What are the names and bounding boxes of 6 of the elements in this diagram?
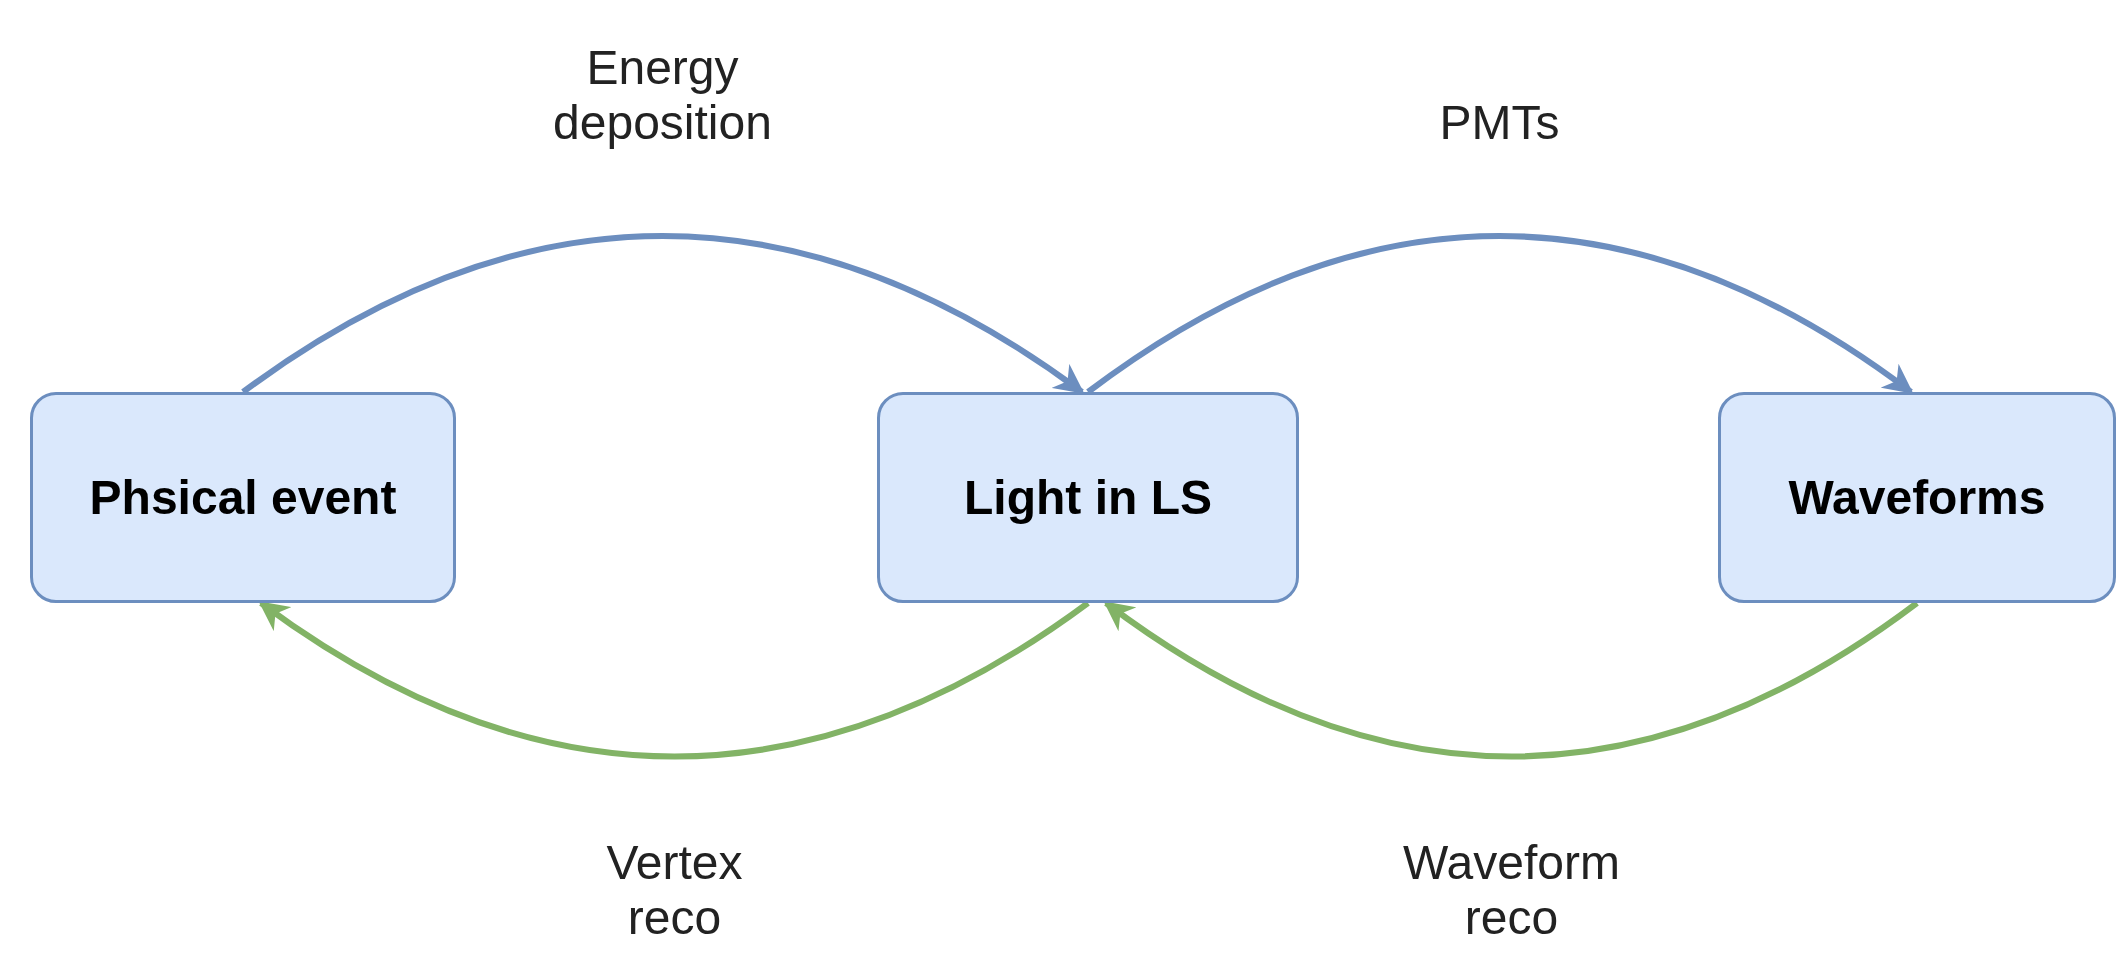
box-label: Waveforms <box>1788 469 2046 526</box>
process-box <box>877 392 1299 603</box>
box-label: Light in LS <box>964 469 1212 526</box>
box-label: Phsical event <box>89 469 397 526</box>
process-box <box>1718 392 2116 603</box>
process-box <box>30 392 456 603</box>
